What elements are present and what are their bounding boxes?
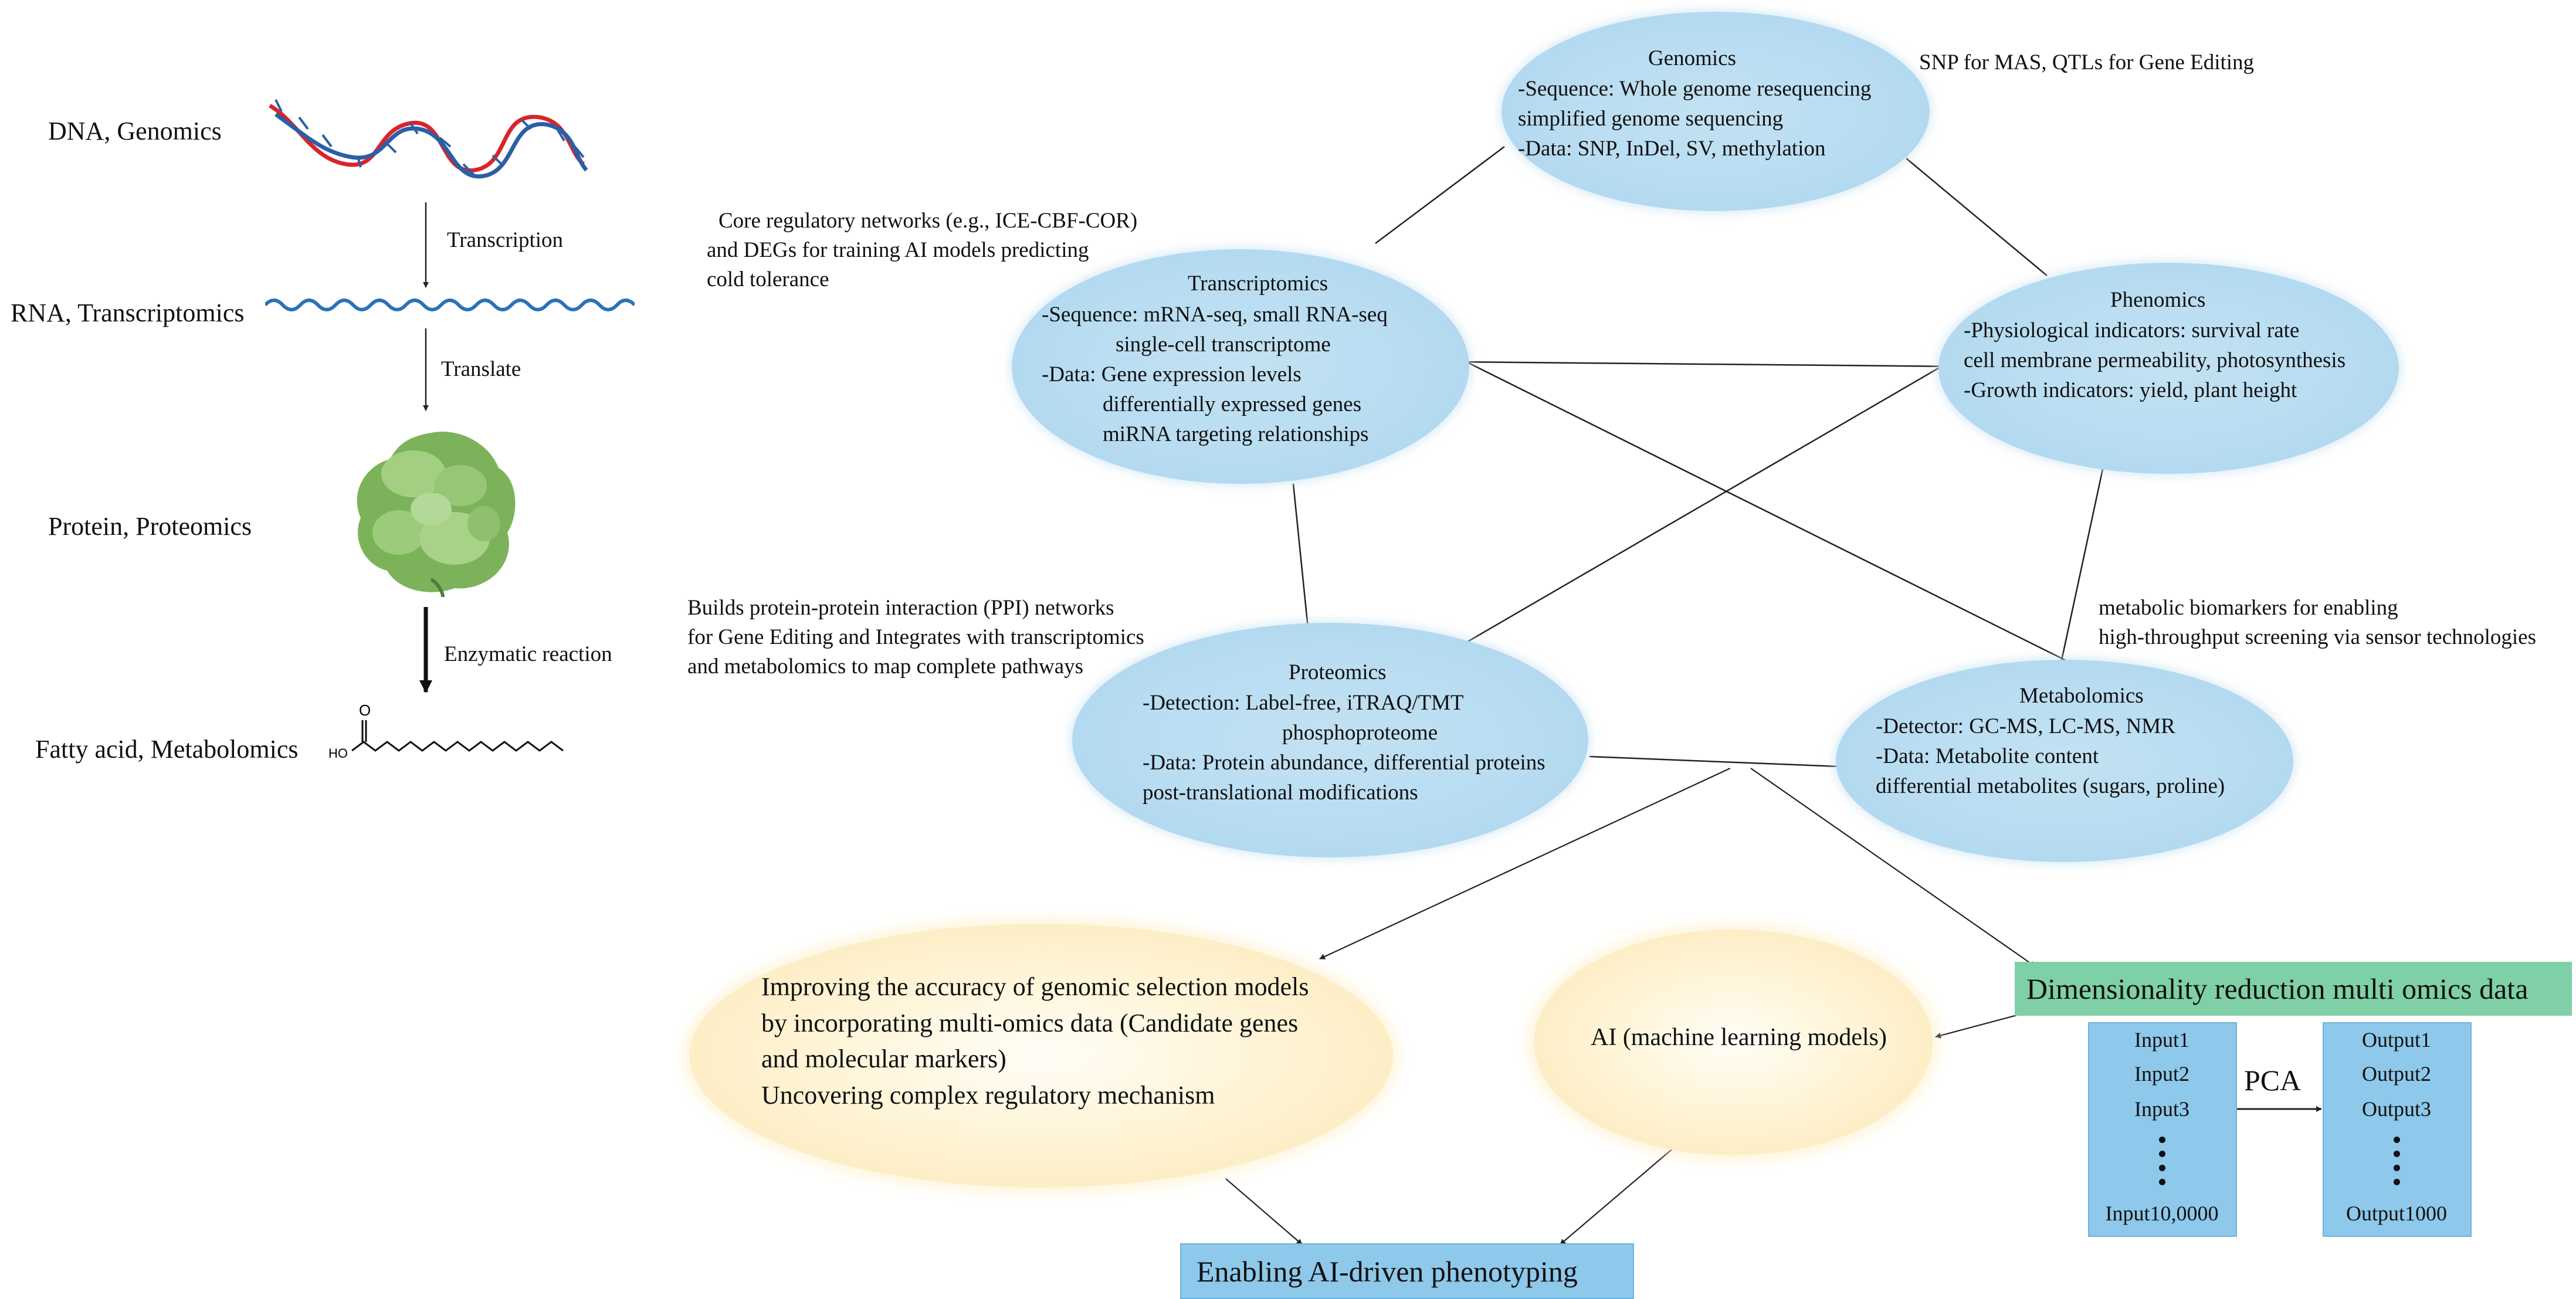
- ppi-note-line3: and metabolomics to map complete pathway…: [687, 654, 1084, 679]
- genomics-line1: -Sequence: Whole genome resequencing: [1518, 77, 1872, 101]
- improve-line1: Improving the accuracy of genomic select…: [761, 972, 1309, 1001]
- genomics-line2: simplified genome sequencing: [1518, 107, 1784, 131]
- metabolomics-ellipse: [1836, 660, 2293, 862]
- genomics-side-note: SNP for MAS, QTLs for Gene Editing: [1919, 50, 2255, 74]
- transcriptomics-text: -Sequence: mRNA-seq, small RNA-seq singl…: [1042, 300, 1388, 449]
- fatty-acid-label: Fatty acid, Metabolomics: [35, 735, 299, 764]
- fatty-acid-molecule-icon: O HO: [328, 701, 564, 761]
- input-column-box: [2088, 1022, 2237, 1237]
- arrow-to-improve: [1319, 768, 1731, 959]
- transcriptomics-proteomics-link: [1292, 483, 1310, 640]
- improve-ellipse: [689, 924, 1393, 1188]
- core-note-line3: cold tolerance: [707, 267, 829, 291]
- genomics-transcriptomics-link: [1375, 146, 1505, 244]
- proteomics-text: -Detection: Label-free, iTRAQ/TMT phosph…: [1143, 688, 1545, 808]
- phenomics-ellipse: [1938, 263, 2399, 474]
- genomics-line3: -Data: SNP, InDel, SV, methylation: [1518, 137, 1826, 161]
- output-item-3: Output3: [2361, 1097, 2431, 1121]
- metabolomics-text: -Detector: GC-MS, LC-MS, NMR -Data: Meta…: [1876, 711, 2225, 801]
- core-network-note: Core regulatory networks (e.g., ICE-CBF-…: [707, 206, 1137, 294]
- transcriptomics-line1: -Sequence: mRNA-seq, small RNA-seq: [1042, 303, 1388, 327]
- phenomics-line1: -Physiological indicators: survival rate: [1964, 318, 2300, 342]
- phenomics-metabolomics-link: [2059, 469, 2104, 666]
- rna-label: RNA, Transcriptomics: [11, 299, 245, 327]
- phenomics-proteomics-link: [1454, 364, 1945, 650]
- phenomics-line3: -Growth indicators: yield, plant height: [1964, 378, 2297, 403]
- proteomics-title: Proteomics: [1289, 660, 1387, 684]
- ai-ellipse: [1534, 930, 1933, 1155]
- transcriptomics-phenomics-link: [1457, 361, 1962, 368]
- proteomics-line3: -Data: Protein abundance, differential p…: [1143, 751, 1545, 775]
- genomics-phenomics-link: [1906, 158, 2048, 276]
- translate-label: Translate: [441, 357, 521, 381]
- improve-line4: Uncovering complex regulatory mechanism: [761, 1080, 1215, 1110]
- output-ellipsis-dots: [2323, 1137, 2470, 1193]
- arrow-to-dimred: [1750, 768, 2036, 967]
- arrow-improve-to-enabling: [1225, 1178, 1303, 1245]
- transcriptomics-line5: miRNA targeting relationships: [1103, 422, 1369, 447]
- output-item-2: Output2: [2361, 1062, 2431, 1086]
- arrow-dimred-to-ai: [1935, 1012, 2024, 1039]
- metabolomics-title: Metabolomics: [2019, 684, 2144, 708]
- protein-label: Protein, Proteomics: [48, 512, 252, 541]
- metabolomics-line1: -Detector: GC-MS, LC-MS, NMR: [1876, 714, 2175, 738]
- phenomics-line2: cell membrane permeability, photosynthes…: [1964, 348, 2346, 373]
- phenomics-text: -Physiological indicators: survival rate…: [1964, 316, 2345, 405]
- proteomics-line1: -Detection: Label-free, iTRAQ/TMT: [1143, 691, 1464, 715]
- oxygen-atom-label: O: [359, 701, 371, 719]
- input-item-1: Input1: [2134, 1028, 2189, 1052]
- input-ellipsis-dots: [2088, 1137, 2236, 1193]
- hydroxyl-label: HO: [328, 746, 348, 761]
- transcriptomics-ellipse: [1012, 249, 1469, 484]
- transcriptomics-line3: -Data: Gene expression levels: [1042, 362, 1301, 387]
- improve-line2: by incorporating multi-omics data (Candi…: [761, 1008, 1299, 1037]
- dna-label: DNA, Genomics: [48, 117, 222, 145]
- ppi-note-line2: for Gene Editing and Integrates with tra…: [687, 625, 1144, 649]
- meta-note-line1: metabolic biomarkers for enabling: [2099, 596, 2398, 620]
- proteomics-line4: post-translational modifications: [1143, 781, 1418, 805]
- improve-line3: and molecular markers): [761, 1044, 1006, 1074]
- arrow-ai-to-enabling: [1560, 1143, 1679, 1245]
- proteomics-line2: phosphoproteome: [1282, 721, 1438, 745]
- input-item-2: Input2: [2134, 1062, 2189, 1086]
- genomics-text: -Sequence: Whole genome resequencing sim…: [1518, 74, 1871, 164]
- output-item-1: Output1: [2361, 1028, 2431, 1052]
- transcriptomics-title: Transcriptomics: [1188, 272, 1328, 296]
- transcriptomics-line2: single-cell transcriptome: [1116, 333, 1331, 357]
- genomics-title: Genomics: [1648, 46, 1737, 70]
- dna-helix-icon: [269, 99, 588, 179]
- ppi-note-line1: Builds protein-protein interaction (PPI)…: [687, 596, 1114, 620]
- transcription-label: Transcription: [447, 228, 564, 252]
- core-note-line2: and DEGs for training AI models predicti…: [707, 238, 1089, 262]
- phenomics-title: Phenomics: [2110, 288, 2206, 312]
- dimred-box: [2015, 962, 2572, 1016]
- ppi-network-note: Builds protein-protein interaction (PPI)…: [687, 593, 1144, 681]
- improve-text: Improving the accuracy of genomic select…: [761, 969, 1309, 1113]
- output-item-last: Output1000: [2345, 1202, 2447, 1225]
- metabolomics-line2: -Data: Metabolite content: [1876, 744, 2099, 769]
- input-item-3: Input3: [2134, 1097, 2189, 1121]
- ai-label: AI (machine learning models): [1591, 1024, 1887, 1051]
- genomics-ellipse: [1501, 12, 1930, 211]
- transcriptomics-line4: differentially expressed genes: [1103, 392, 1362, 417]
- proteomics-metabolomics-link: [1589, 755, 1839, 768]
- output-column-box: [2323, 1022, 2472, 1237]
- input-item-last: Input10,0000: [2105, 1202, 2219, 1225]
- metabolomics-line3: differential metabolites (sugars, prolin…: [1876, 774, 2225, 799]
- enabling-label: Enabling AI-driven phenotyping: [1197, 1255, 1578, 1288]
- rna-wave-icon: [265, 299, 635, 311]
- dimred-label: Dimensionality reduction multi omics dat…: [2026, 972, 2528, 1005]
- transcriptomics-metabolomics-link: [1466, 361, 2077, 667]
- core-note-line1: Core regulatory networks (e.g., ICE-CBF-…: [718, 209, 1138, 233]
- enzymatic-label: Enzymatic reaction: [444, 642, 612, 666]
- proteomics-ellipse: [1072, 623, 1588, 857]
- meta-note-line2: high-throughput screening via sensor tec…: [2099, 625, 2536, 649]
- pca-label: PCA: [2244, 1064, 2302, 1097]
- metabolic-biomarker-note: metabolic biomarkers for enabling high-t…: [2099, 593, 2536, 652]
- protein-blob-icon: [357, 432, 516, 598]
